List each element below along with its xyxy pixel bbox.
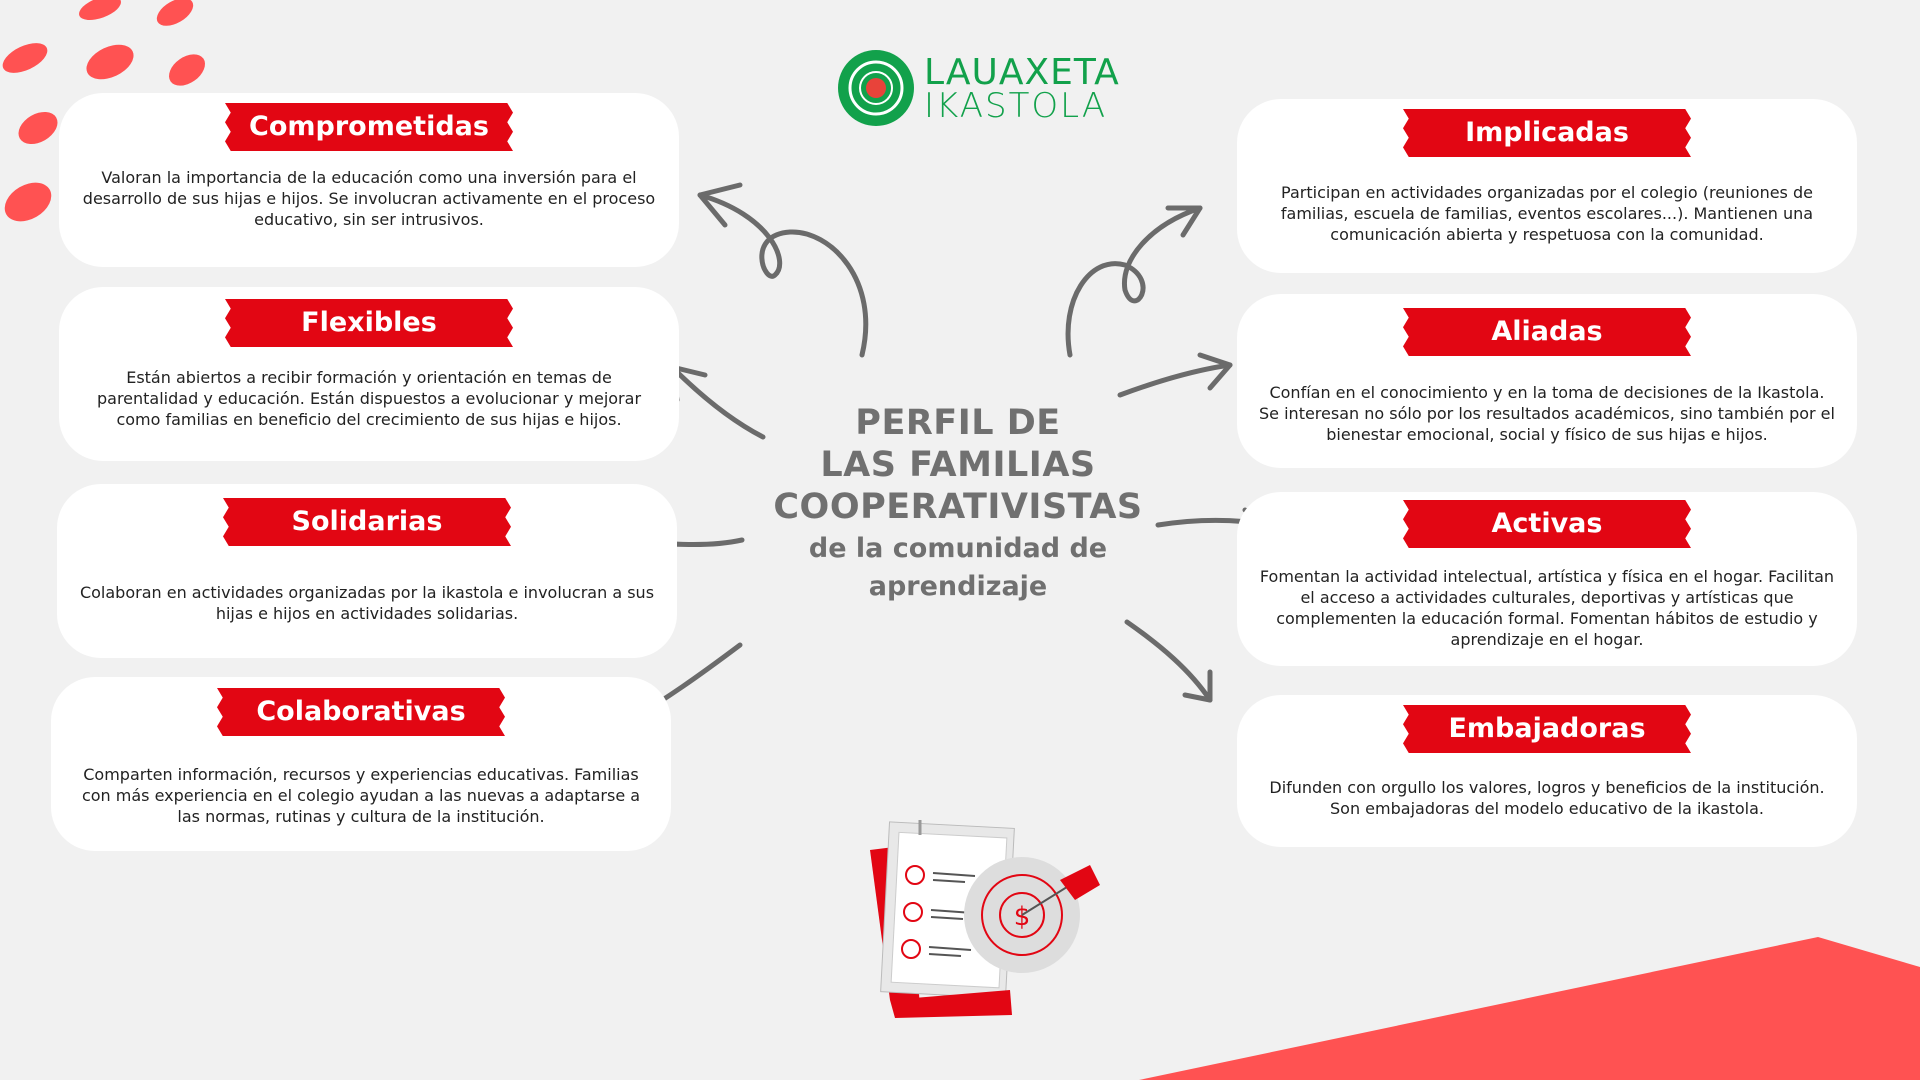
- card-label: Aliadas: [1403, 308, 1691, 356]
- title-line: PERFIL DE: [855, 403, 1061, 443]
- arrow-comprometidas: [697, 192, 869, 358]
- card-label: Activas: [1403, 500, 1691, 548]
- title-line: COOPERATIVISTAS: [773, 487, 1143, 527]
- card-label: Colaborativas: [217, 688, 505, 736]
- card-embajadoras: Embajadoras Difunden con orgullo los val…: [1237, 695, 1857, 847]
- card-label: Flexibles: [225, 299, 513, 347]
- card-text: Colaboran en actividades organizadas por…: [79, 583, 655, 623]
- brush-dots: [2, 0, 206, 222]
- title-line: LAS FAMILIAS: [820, 445, 1096, 485]
- svg-text:$: $: [1014, 902, 1031, 932]
- card-label: Embajadoras: [1403, 705, 1691, 753]
- card-label: Implicadas: [1403, 109, 1691, 157]
- card-text: Fomentan la actividad intelectual, artís…: [1259, 567, 1835, 649]
- card-text: Confían en el conocimiento y en la toma …: [1259, 383, 1835, 444]
- card-colaborativas: Colaborativas Comparten información, rec…: [51, 677, 671, 851]
- page-title: PERFIL DE LAS FAMILIAS COOPERATIVISTAS d…: [768, 402, 1148, 604]
- card-text: Valoran la importancia de la educación c…: [82, 168, 656, 229]
- card-label: Comprometidas: [225, 103, 513, 151]
- logo-text-line2: IKASTOLA: [924, 86, 1108, 126]
- subtitle-line: aprendizaje: [868, 571, 1048, 602]
- card-text: Comparten información, recursos y experi…: [81, 765, 641, 826]
- card-implicadas: Implicadas Participan en actividades org…: [1237, 99, 1857, 273]
- logo: LAUAXETA IKASTOLA: [836, 46, 1119, 130]
- arrow-flexibles: [669, 364, 766, 440]
- logo-spiral-icon: [838, 50, 914, 126]
- card-comprometidas: Comprometidas Valoran la importancia de …: [59, 93, 679, 267]
- arrow-embajadoras: [1124, 619, 1213, 703]
- card-label: Solidarias: [223, 498, 511, 546]
- card-solidarias: Solidarias Colaboran en actividades orga…: [57, 484, 677, 658]
- arrow-aliadas: [1117, 362, 1233, 398]
- card-text: Participan en actividades organizadas po…: [1280, 183, 1814, 244]
- subtitle-line: de la comunidad de: [808, 533, 1108, 564]
- card-text: Difunden con orgullo los valores, logros…: [1269, 778, 1825, 818]
- logo-text-line1: LAUAXETA: [924, 52, 1120, 93]
- card-flexibles: Flexibles Están abiertos a recibir forma…: [59, 287, 679, 461]
- corner-triangle: [1139, 937, 1920, 1080]
- arrow-implicadas: [1065, 205, 1203, 358]
- card-text: Están abiertos a recibir formación y ori…: [96, 368, 642, 429]
- card-activas: Activas Fomentan la actividad intelectua…: [1237, 492, 1857, 666]
- card-aliadas: Aliadas Confían en el conocimiento y en …: [1237, 294, 1857, 468]
- checklist-target-illustration: $: [870, 820, 1100, 1018]
